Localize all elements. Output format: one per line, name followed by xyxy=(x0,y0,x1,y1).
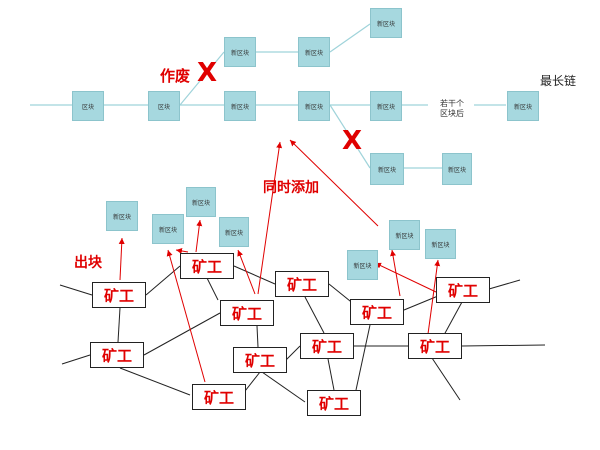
miner-node: 矿工 xyxy=(192,384,246,410)
produced-block-2: 新区块 xyxy=(152,214,184,244)
block-main-3: 新区块 xyxy=(370,91,402,121)
miner-node: 矿工 xyxy=(408,333,462,359)
discard-label: 作废 xyxy=(160,67,191,85)
broadcast-arrows xyxy=(118,139,441,383)
chain-links xyxy=(30,23,506,169)
block-main-final: 新区块 xyxy=(507,91,539,121)
block-fork-upper-2: 新区块 xyxy=(298,37,330,67)
discard-x-lower: X xyxy=(342,126,363,156)
miner-node: 矿工 xyxy=(350,299,404,325)
block-main-1: 新区块 xyxy=(224,91,256,121)
produced-block-1: 新区块 xyxy=(106,201,138,231)
block-genesis-1: 区块 xyxy=(72,91,104,121)
miner-node: 矿工 xyxy=(307,390,361,416)
miner-node: 矿工 xyxy=(233,347,287,373)
miner-node: 矿工 xyxy=(436,277,490,303)
longest-chain-label: 最长链 xyxy=(540,74,577,88)
produce-block-label: 出块 xyxy=(74,255,102,271)
after-blocks-line1: 若干个 xyxy=(440,99,464,108)
produced-block-4: 新区块 xyxy=(219,217,249,247)
after-several-blocks-text: 若干个 区块后 xyxy=(430,99,474,119)
block-fork-upper-3: 新区块 xyxy=(370,8,402,38)
miner-node: 矿工 xyxy=(180,253,234,279)
simultaneous-add-label: 同时添加 xyxy=(263,180,319,196)
produced-block-5: 新区块 xyxy=(389,220,420,250)
miner-node: 矿工 xyxy=(92,282,146,308)
discard-x-upper: X xyxy=(197,58,218,88)
after-blocks-line2: 区块后 xyxy=(440,109,464,118)
miner-node: 矿工 xyxy=(300,333,354,359)
block-fork-lower-1: 新区块 xyxy=(370,153,404,185)
block-main-2: 新区块 xyxy=(298,91,330,121)
block-fork-lower-2: 新区块 xyxy=(442,153,472,185)
produced-block-6: 新区块 xyxy=(425,229,456,259)
miner-node: 矿工 xyxy=(220,300,274,326)
produced-block-7: 新区块 xyxy=(347,250,378,280)
miner-node: 矿工 xyxy=(90,342,144,368)
miner-node: 矿工 xyxy=(275,271,329,297)
produced-block-3: 新区块 xyxy=(186,187,216,217)
block-fork-upper-1: 新区块 xyxy=(224,37,256,67)
block-genesis-2: 区块 xyxy=(148,91,180,121)
